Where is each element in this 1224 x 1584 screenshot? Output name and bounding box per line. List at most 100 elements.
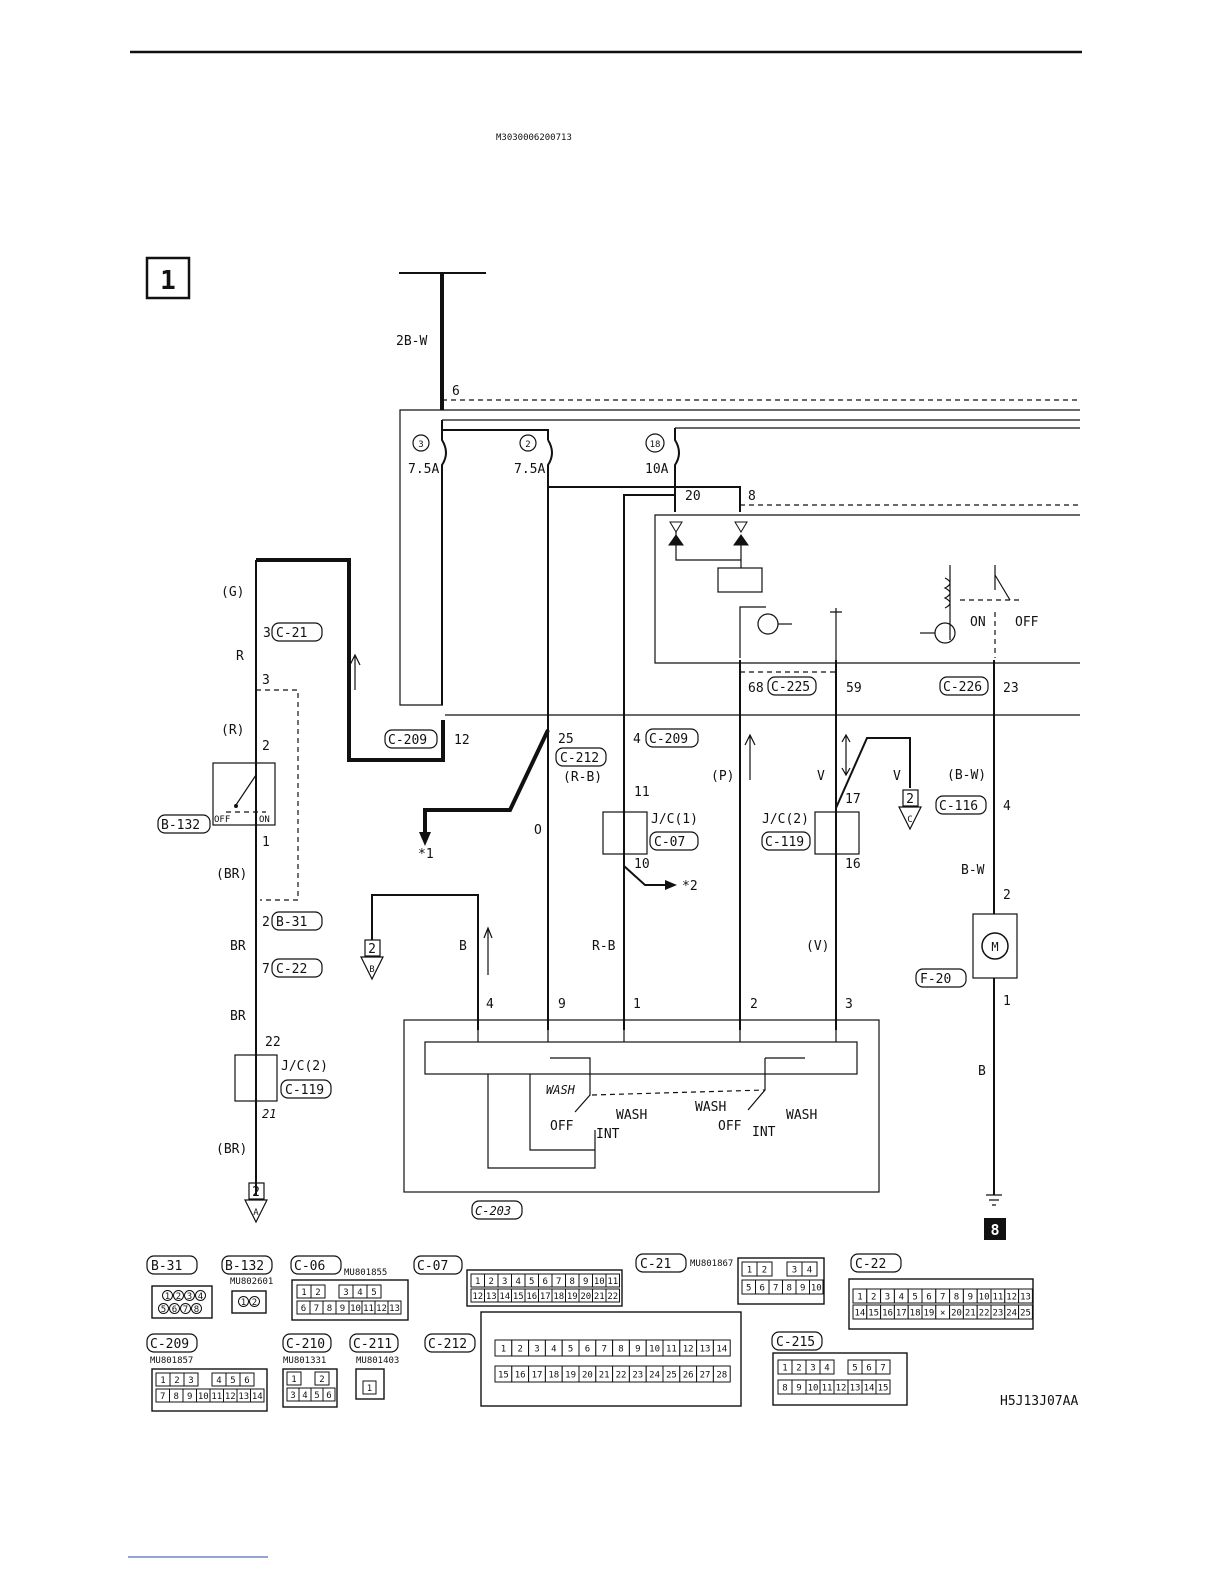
pin-number: 12 <box>225 1392 236 1402</box>
jc1: 11 J/C(1) C-07 10 *2 R-B <box>592 706 699 1030</box>
pin-number: 4 <box>216 1376 221 1386</box>
connector-housing <box>737 1257 825 1305</box>
pin-number: 9 <box>340 1304 345 1314</box>
pin-number: 8 <box>174 1392 179 1402</box>
pin-number: 25 <box>1020 1309 1031 1319</box>
pin-number: 7 <box>160 1392 165 1402</box>
pin-number: 2 <box>319 1375 324 1385</box>
pin-cell <box>756 1261 773 1277</box>
pin-number: 24 <box>649 1371 660 1381</box>
svg-text:C-209: C-209 <box>649 732 688 747</box>
pin-number: 4 <box>551 1345 556 1355</box>
pin-number: 18 <box>553 1292 564 1302</box>
svg-text:WASH: WASH <box>695 1100 726 1115</box>
pin-number: 5 <box>230 1376 235 1386</box>
pin-number: 13 <box>389 1304 400 1314</box>
svg-text:B-W: B-W <box>961 863 985 878</box>
pin-cell <box>183 1372 199 1387</box>
pin-cell <box>239 1372 255 1387</box>
pin-cell <box>180 1303 191 1314</box>
pin-number: 19 <box>923 1309 934 1319</box>
pin-number: 9 <box>796 1384 801 1394</box>
pin-number: 3 <box>343 1288 348 1298</box>
pin-number: 9 <box>968 1293 973 1303</box>
pin-number: 9 <box>635 1345 640 1355</box>
pin-number: 19 <box>565 1371 576 1381</box>
pin-number: 22 <box>979 1309 990 1319</box>
pin-number: 16 <box>526 1292 537 1302</box>
svg-text:*2: *2 <box>682 879 698 894</box>
pin-cell <box>809 1279 824 1295</box>
pin-number: 13 <box>700 1345 711 1355</box>
svg-text:BR: BR <box>230 1009 246 1024</box>
pin-number: 11 <box>666 1345 677 1355</box>
svg-text:1: 1 <box>633 997 641 1012</box>
left-branch: (G) 3 C-21 R 3 (R) 2 <box>221 558 445 1195</box>
svg-text:MU801867: MU801867 <box>690 1259 733 1269</box>
pin-cell <box>712 1365 731 1383</box>
pin-number: 9 <box>187 1392 192 1402</box>
pin-number: 14 <box>854 1309 865 1319</box>
pin-number: 3 <box>792 1266 797 1276</box>
connector-housing <box>772 1352 908 1406</box>
svg-text:C-212: C-212 <box>428 1337 467 1352</box>
svg-text:R: R <box>236 649 244 664</box>
page-marker: 1 <box>145 256 191 300</box>
connector-housing <box>291 1279 409 1321</box>
svg-text:MU801857: MU801857 <box>150 1356 193 1366</box>
svg-text:(BR): (BR) <box>216 1142 247 1157</box>
pin-number: 15 <box>878 1384 889 1394</box>
pin-number: 10 <box>594 1277 605 1287</box>
pin-number: 15 <box>868 1309 879 1319</box>
pin-cell <box>712 1339 731 1357</box>
svg-text:4: 4 <box>633 732 641 747</box>
pin-number: 5 <box>568 1345 573 1355</box>
svg-text:C-211: C-211 <box>353 1337 392 1352</box>
c209-left-label: C-209 <box>384 729 438 749</box>
pin-number: 20 <box>951 1309 962 1319</box>
pin-cell <box>1018 1304 1033 1320</box>
pin-cell <box>169 1303 180 1314</box>
svg-text:J/C(2): J/C(2) <box>762 812 809 827</box>
svg-text:8: 8 <box>748 489 756 504</box>
svg-text:3: 3 <box>262 673 270 688</box>
svg-text:2: 2 <box>368 942 376 957</box>
svg-text:MU802601: MU802601 <box>230 1277 273 1287</box>
svg-text:2: 2 <box>525 440 530 450</box>
svg-text:20: 20 <box>685 489 701 504</box>
pin-number: 2 <box>796 1364 801 1374</box>
svg-text:B-132: B-132 <box>161 818 200 833</box>
pin-number: 12 <box>683 1345 694 1355</box>
svg-text:7.5A: 7.5A <box>514 462 545 477</box>
pin-number: 7 <box>773 1284 778 1294</box>
pin-number: 12 <box>472 1292 483 1302</box>
pin-number: 17 <box>896 1309 907 1319</box>
pin-number: 17 <box>532 1371 543 1381</box>
pin-number: 4 <box>824 1364 829 1374</box>
pin-cell <box>286 1371 302 1386</box>
pin-number: 14 <box>716 1345 727 1355</box>
pin-number: 14 <box>252 1392 263 1402</box>
svg-text:3: 3 <box>845 997 853 1012</box>
pin-number: 3 <box>187 1292 192 1302</box>
main-feed: 2B-W 6 <box>396 272 486 410</box>
pin-number: 2 <box>315 1288 320 1298</box>
pin-cell <box>322 1387 336 1402</box>
pin-cell <box>250 1388 265 1403</box>
pin-number: 3 <box>885 1293 890 1303</box>
jc2-left: J/C(2) C-119 <box>234 1054 332 1102</box>
connector-housing <box>282 1368 338 1408</box>
svg-text:C-22: C-22 <box>276 962 307 977</box>
pin-number: 8 <box>618 1345 623 1355</box>
pin-number: 8 <box>782 1384 787 1394</box>
c22-label: C-22 <box>271 958 323 978</box>
svg-text:25: 25 <box>558 732 574 747</box>
pin-cell <box>366 1284 382 1299</box>
svg-text:C-212: C-212 <box>560 751 599 766</box>
pin-number: 1 <box>747 1266 752 1276</box>
ref-2b-branch: B 2 B <box>360 894 493 1030</box>
